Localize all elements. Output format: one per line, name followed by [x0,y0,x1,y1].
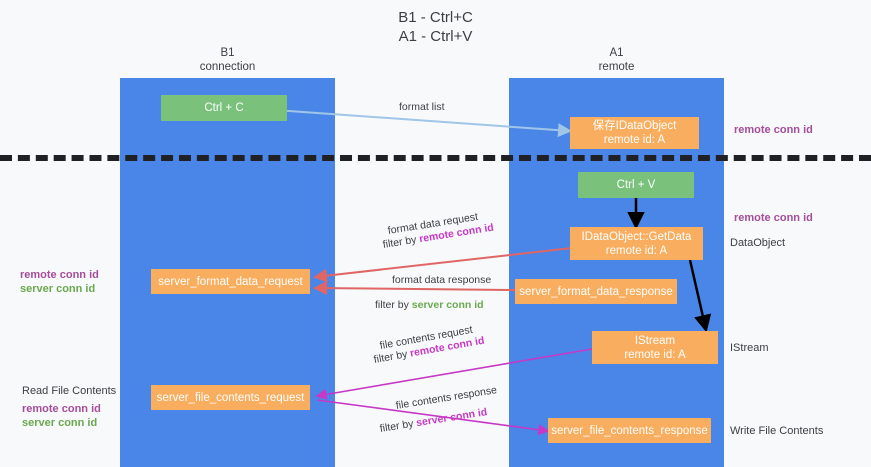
lane-heading-a1: A1 remote [598,47,635,73]
annotation-remote-conn-id-top: remote conn id [734,124,813,136]
annotation-left-server-conn-id-2: server conn id [22,417,98,429]
box-server-file-contents-response[interactable]: server_file_contents_response [548,418,711,443]
annotation-istream: IStream [730,342,769,354]
filter-key-server-conn-id: server conn id [411,299,484,311]
annotation-left-remote-conn-id-2: remote conn id [22,403,101,415]
edge-label-format-data-response-filter: filter by server conn id [375,299,484,312]
wire-format-data-response [313,281,516,296]
box-server-format-data-response[interactable]: server_format_data_response [515,279,677,304]
box-server-format-data-request[interactable]: server_format_data_request [151,269,310,294]
lane-heading-b1: B1 connection [199,47,256,73]
annotation-write-file-contents: Write File Contents [730,425,824,437]
annotation-remote-conn-id-mid: remote conn id [734,212,813,224]
edge-label-format-data-response: format data response [392,274,492,286]
filter-prefix: filter by [378,417,418,435]
edge-label-format-list: format list [399,101,445,113]
box-idataobject-getdata[interactable]: IDataObject::GetData remote id: A [570,227,703,260]
annotation-left-remote-conn-id: remote conn id [20,269,99,281]
filter-prefix: filter by [381,233,421,251]
phase-divider [0,155,871,161]
annotation-left-server-conn-id: server conn id [20,283,96,295]
annotation-dataobject: DataObject [730,237,786,249]
edge-label-file-contents-response-filter: filter by server conn id [379,406,488,436]
diagram-title: B1 - Ctrl+C A1 - Ctrl+V [398,9,473,45]
box-ctrl-c[interactable]: Ctrl + C [161,95,287,121]
filter-prefix: filter by [372,347,412,366]
box-istream[interactable]: IStream remote id: A [592,331,718,364]
box-save-idataobject[interactable]: 保存IDataObject remote id: A [570,117,699,149]
box-ctrl-v[interactable]: Ctrl + V [578,172,694,198]
filter-prefix: filter by [375,299,412,311]
filter-key-server-conn-id: server conn id [415,406,489,430]
annotation-read-file-contents: Read File Contents [22,385,117,397]
box-server-file-contents-request[interactable]: server_file_contents_request [151,385,310,410]
